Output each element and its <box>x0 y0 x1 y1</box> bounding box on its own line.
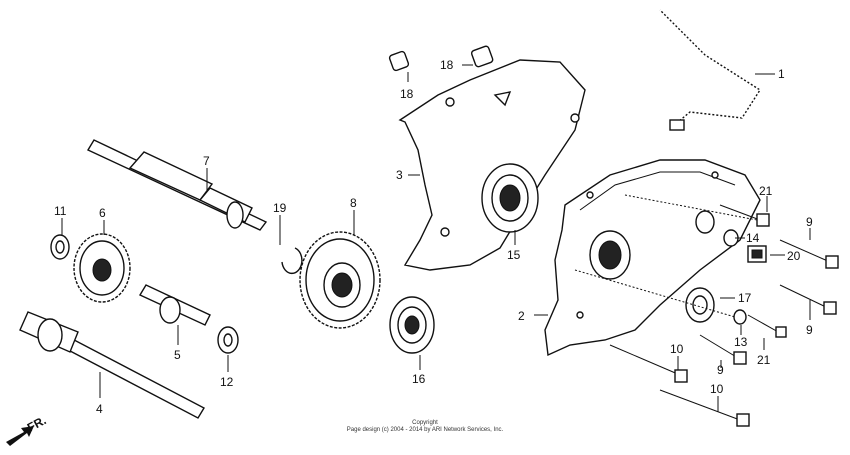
callout-19: 19 <box>273 201 287 215</box>
part-12-washer[interactable] <box>217 326 239 354</box>
part-18-dowel-pin-b[interactable] <box>470 45 494 68</box>
part-9-bolt-a[interactable] <box>779 239 839 269</box>
callout-21-a: 21 <box>759 184 773 198</box>
callout-4: 4 <box>96 402 103 416</box>
callout-9-a: 9 <box>806 215 813 229</box>
part-19-circlip[interactable] <box>281 247 303 275</box>
callout-18-b: 18 <box>440 58 454 72</box>
part-6-gear[interactable] <box>73 233 131 303</box>
callout-2: 2 <box>518 309 525 323</box>
callout-10-b: 10 <box>710 382 724 396</box>
callout-6: 6 <box>99 206 106 220</box>
callout-20: 20 <box>787 249 801 263</box>
part-11-washer[interactable] <box>50 234 70 260</box>
callout-14: 14 <box>746 231 760 245</box>
part-13-washer[interactable] <box>733 309 747 325</box>
callout-8: 8 <box>350 196 357 210</box>
part-20-drain-plug[interactable] <box>747 245 767 263</box>
callout-5: 5 <box>174 348 181 362</box>
callout-15: 15 <box>507 248 521 262</box>
callout-7: 7 <box>203 154 210 168</box>
copyright-line-1: Copyright <box>412 420 438 426</box>
part-7-countershaft[interactable] <box>86 139 268 231</box>
part-21-bolt-b[interactable] <box>747 314 787 338</box>
leader-lines <box>61 64 811 412</box>
callout-21-b: 21 <box>757 353 771 367</box>
callout-1: 1 <box>778 67 785 81</box>
part-3-gasket[interactable] <box>398 59 586 271</box>
callout-10-a: 10 <box>670 342 684 356</box>
callout-17: 17 <box>738 291 752 305</box>
part-21-bolt-a[interactable] <box>719 204 770 227</box>
callout-11: 11 <box>54 204 67 218</box>
callout-9-b: 9 <box>806 323 813 337</box>
part-4-main-shaft[interactable] <box>19 311 205 419</box>
callout-16: 16 <box>412 372 426 386</box>
copyright-line-2: Page design (c) 2004 - 2014 by ARI Netwo… <box>346 427 504 433</box>
part-10-bolt-b[interactable] <box>659 389 750 427</box>
part-17-oil-seal[interactable] <box>685 287 715 323</box>
part-5-pinion-shaft[interactable] <box>138 284 211 326</box>
part-16-bearing[interactable] <box>389 296 435 354</box>
callout-3: 3 <box>396 168 403 182</box>
part-18-dowel-pin-a[interactable] <box>388 50 410 72</box>
part-15-bearing[interactable] <box>481 163 539 233</box>
part-10-bolt-a[interactable] <box>609 344 688 383</box>
part-8-gear[interactable] <box>299 231 381 329</box>
callout-9-c: 9 <box>717 363 724 377</box>
callout-18-a: 18 <box>400 87 414 101</box>
callout-13: 13 <box>734 335 748 349</box>
part-9-bolt-b[interactable] <box>779 284 837 315</box>
callout-12: 12 <box>220 375 234 389</box>
part-9-bolt-c[interactable] <box>699 334 747 365</box>
part-2-transmission-cover[interactable] <box>544 159 761 357</box>
part-1-breather-rod[interactable] <box>659 9 762 131</box>
